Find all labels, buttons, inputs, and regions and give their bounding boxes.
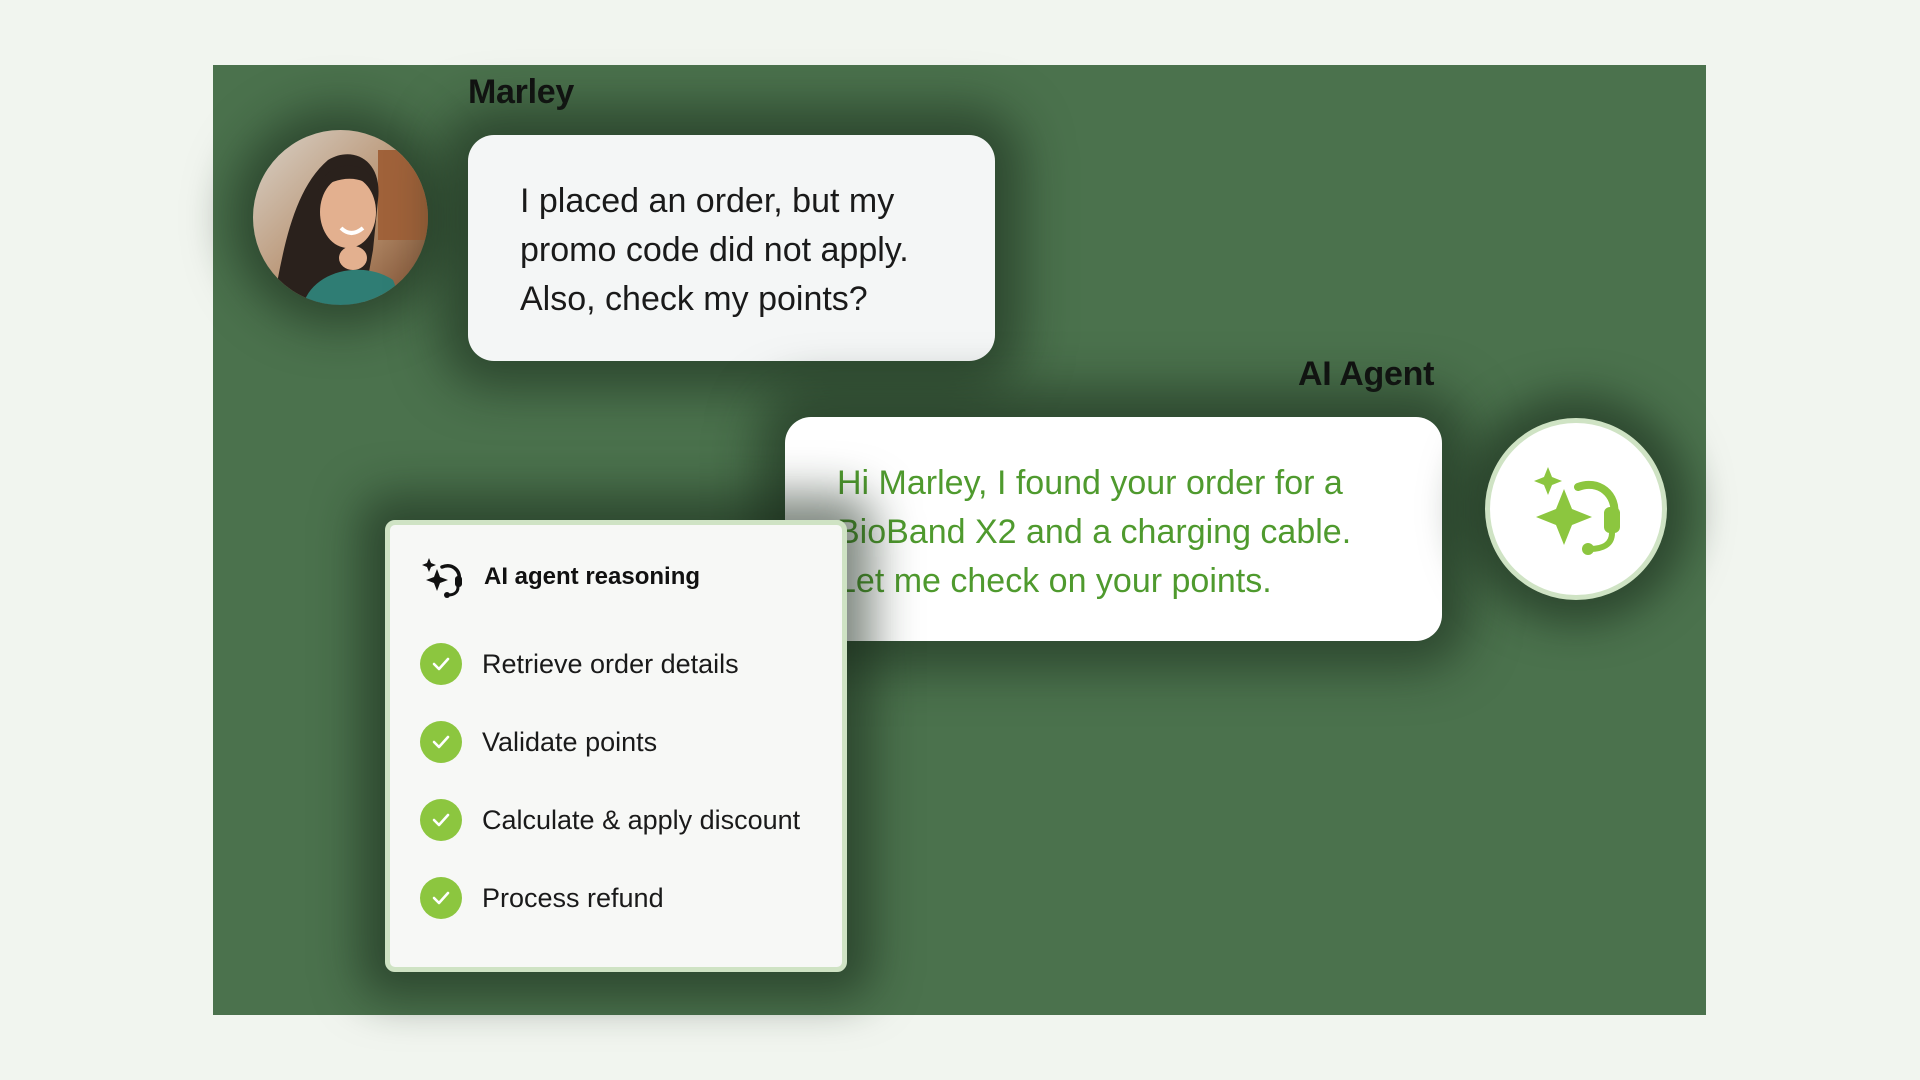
reasoning-card: AI agent reasoning Retrieve order detail… <box>385 520 847 972</box>
step-label: Retrieve order details <box>482 648 739 679</box>
reasoning-step: Process refund <box>420 859 812 937</box>
reasoning-step: Validate points <box>420 703 812 781</box>
check-icon <box>420 877 462 919</box>
agent-name: AI Agent <box>1298 355 1435 393</box>
user-avatar <box>253 130 428 305</box>
reasoning-step: Retrieve order details <box>420 625 812 703</box>
check-icon <box>420 721 462 763</box>
step-label: Validate points <box>482 726 658 757</box>
chat-illustration: Marley I placed an order, but my promo c… <box>213 65 1706 1015</box>
agent-message-text: Hi Marley, I found your order for a BioB… <box>837 464 1352 600</box>
check-icon <box>420 643 462 685</box>
step-label: Calculate & apply discount <box>482 804 801 835</box>
user-message-bubble: I placed an order, but my promo code did… <box>468 135 995 361</box>
sparkle-headset-icon <box>1534 467 1620 555</box>
sparkle-headset-icon <box>422 558 462 598</box>
user-avatar-photo <box>253 130 428 305</box>
reasoning-header: AI agent reasoning <box>420 555 812 599</box>
user-name: Marley <box>468 73 574 111</box>
user-message-text: I placed an order, but my promo code did… <box>520 182 909 318</box>
reasoning-title: AI agent reasoning <box>484 563 701 590</box>
check-icon <box>420 799 462 841</box>
agent-avatar <box>1485 418 1667 600</box>
agent-message-bubble: Hi Marley, I found your order for a BioB… <box>785 417 1442 641</box>
step-label: Process refund <box>482 882 664 913</box>
reasoning-step: Calculate & apply discount <box>420 781 812 859</box>
